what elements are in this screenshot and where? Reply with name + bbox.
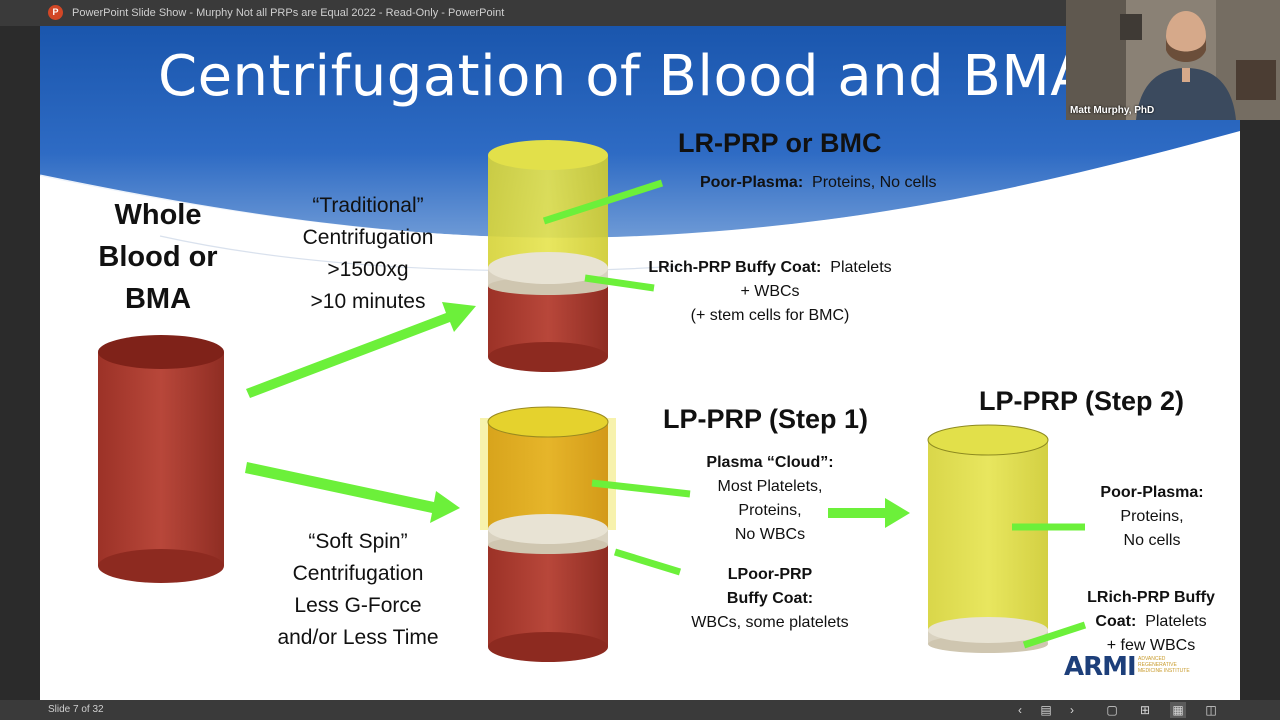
pointer-lines bbox=[542, 179, 1087, 649]
slide-counter: Slide 7 of 32 bbox=[48, 704, 104, 715]
traditional-centrifugation-label: “Traditional” Centrifugation >1500xg >10… bbox=[302, 194, 434, 313]
lp-prp-step2-buffy-coat: LRich-PRP Buffy Coat: Platelets + few WB… bbox=[1087, 589, 1215, 654]
armi-logo: ARMI ADVANCED REGENERATIVE MEDICINE INST… bbox=[1064, 652, 1190, 682]
lp-prp-step2-tube bbox=[927, 424, 1049, 653]
lp-prp-step2-heading: LP-PRP (Step 2) bbox=[979, 386, 1185, 416]
slide-sorter-icon[interactable]: ⊞ bbox=[1139, 703, 1151, 717]
webcam-feed: Matt Murphy, PhD bbox=[1066, 0, 1280, 120]
whole-blood-label: Whole Blood or BMA bbox=[98, 199, 218, 315]
presenter-video bbox=[1066, 0, 1280, 120]
lp-prp-step1-cloud: Plasma “Cloud”: Most Platelets, Proteins… bbox=[706, 454, 834, 543]
slideshow-icon[interactable]: ◫ bbox=[1205, 703, 1217, 717]
title-band bbox=[40, 26, 1240, 238]
lp-prp-step1-buffy-coat: LPoor-PRP Buffy Coat: WBCs, some platele… bbox=[691, 566, 849, 631]
next-icon[interactable]: › bbox=[1070, 703, 1074, 717]
slide-graphics bbox=[40, 26, 1240, 662]
slide-menu-icon[interactable]: ▤ bbox=[1040, 703, 1052, 717]
lr-prp-poor-plasma: Poor-Plasma: Proteins, No cells bbox=[700, 174, 937, 191]
lp-prp-step2-poor-plasma: Poor-Plasma: Proteins, No cells bbox=[1100, 484, 1204, 549]
presenter-name: Matt Murphy, PhD bbox=[1070, 105, 1155, 116]
reading-view-icon[interactable]: ▦ bbox=[1170, 702, 1186, 718]
whole-blood-tube bbox=[98, 335, 224, 583]
status-bar: Slide 7 of 32 ‹ ▤ › ▢ ⊞ ▦ ◫ bbox=[0, 700, 1280, 720]
lr-prp-tube bbox=[488, 140, 608, 372]
lr-prp-heading: LR-PRP or BMC bbox=[678, 128, 882, 158]
slide-title: Centrifugation of Blood and BMA bbox=[158, 44, 1090, 109]
window-title: PowerPoint Slide Show - Murphy Not all P… bbox=[72, 7, 505, 19]
soft-spin-label: “Soft Spin” Centrifugation Less G-Force … bbox=[277, 530, 439, 649]
lp-prp-step1-tube bbox=[480, 406, 616, 662]
powerpoint-icon: P bbox=[48, 5, 63, 20]
normal-view-icon[interactable]: ▢ bbox=[1106, 703, 1118, 717]
slide[interactable]: Centrifugation of Blood and BMA Whole Bl… bbox=[40, 26, 1240, 700]
previous-icon[interactable]: ‹ bbox=[1018, 703, 1022, 717]
process-arrows bbox=[245, 302, 910, 528]
lp-prp-step1-heading: LP-PRP (Step 1) bbox=[663, 404, 869, 434]
lr-prp-buffy-coat: LRich-PRP Buffy Coat: Platelets + WBCs (… bbox=[648, 259, 892, 324]
